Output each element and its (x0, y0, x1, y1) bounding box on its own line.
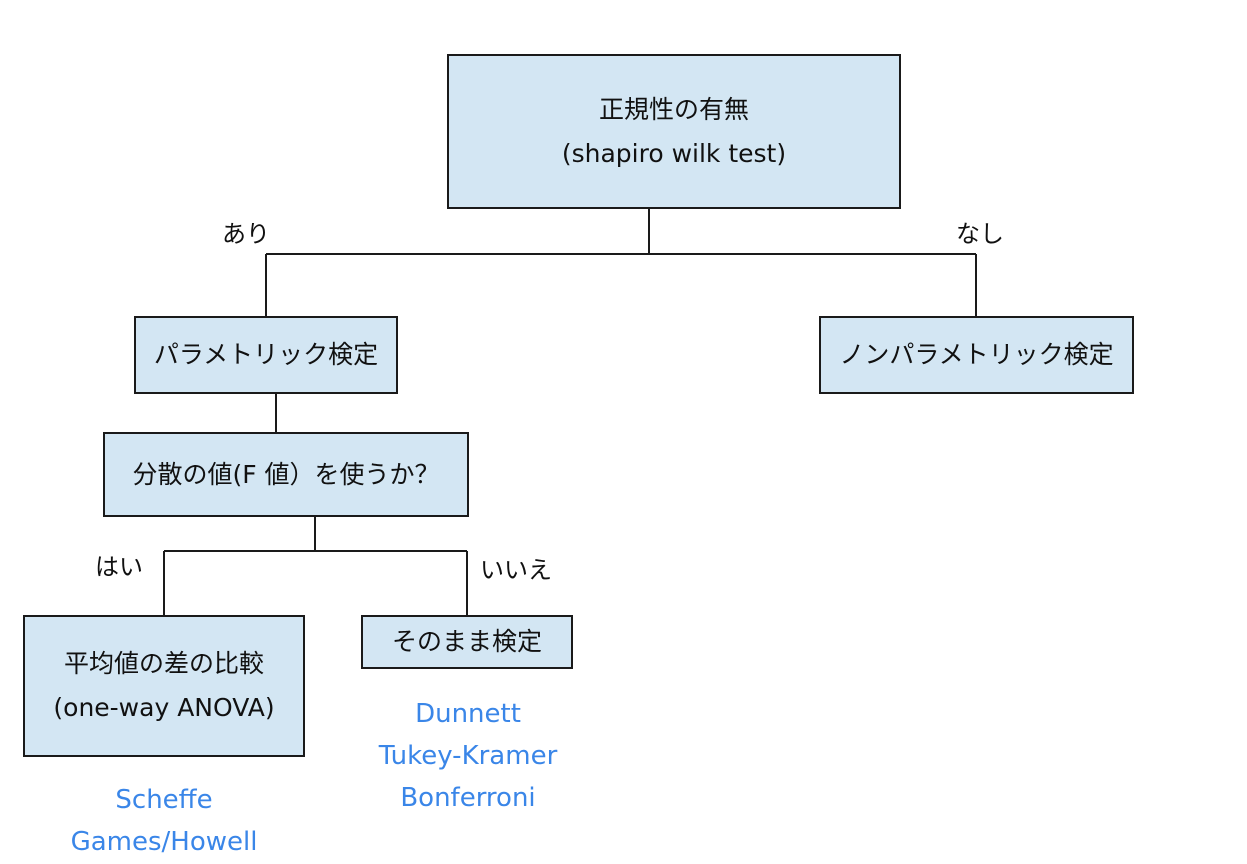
direct-posthoc-list: Dunnett Tukey-Kramer Bonferroni (343, 693, 593, 819)
parametric-test-box: パラメトリック検定 (134, 316, 398, 394)
anova-box: 平均値の差の比較 (one-way ANOVA) (23, 615, 305, 757)
method-dunnett: Dunnett (415, 699, 521, 729)
normality-test-box: 正規性の有無 (shapiro wilk test) (447, 54, 901, 209)
anova-subtitle: (one-way ANOVA) (53, 693, 275, 722)
normality-title: 正規性の有無 (598, 94, 749, 124)
direct-test-box: そのまま検定 (361, 615, 573, 669)
method-bonferroni: Bonferroni (400, 783, 536, 813)
variance-question-box: 分散の値(F 値）を使うか？ (103, 432, 469, 517)
root-connector (265, 208, 977, 317)
variance-question-label: 分散の値(F 値）を使うか？ (132, 459, 440, 489)
answer-label-no: いいえ (480, 556, 552, 584)
nonparametric-label: ノンパラメトリック検定 (839, 340, 1114, 370)
method-scheffe: Scheffe (115, 785, 213, 815)
method-games-howell: Games/Howell (70, 827, 258, 857)
nonparametric-test-box: ノンパラメトリック検定 (819, 316, 1134, 394)
anova-title: 平均値の差の比較 (63, 649, 264, 679)
variance-connector (163, 516, 468, 616)
direct-test-label: そのまま検定 (391, 627, 542, 657)
anova-posthoc-list: Scheffe Games/Howell (34, 779, 294, 863)
normality-subtitle: (shapiro wilk test) (561, 138, 787, 168)
method-tukey-kramer: Tukey-Kramer (378, 741, 558, 771)
answer-label-yes: はい (95, 553, 143, 581)
branch-label-yes: あり (222, 220, 270, 248)
branch-label-no: なし (956, 220, 1004, 248)
parametric-label: パラメトリック検定 (153, 340, 379, 370)
